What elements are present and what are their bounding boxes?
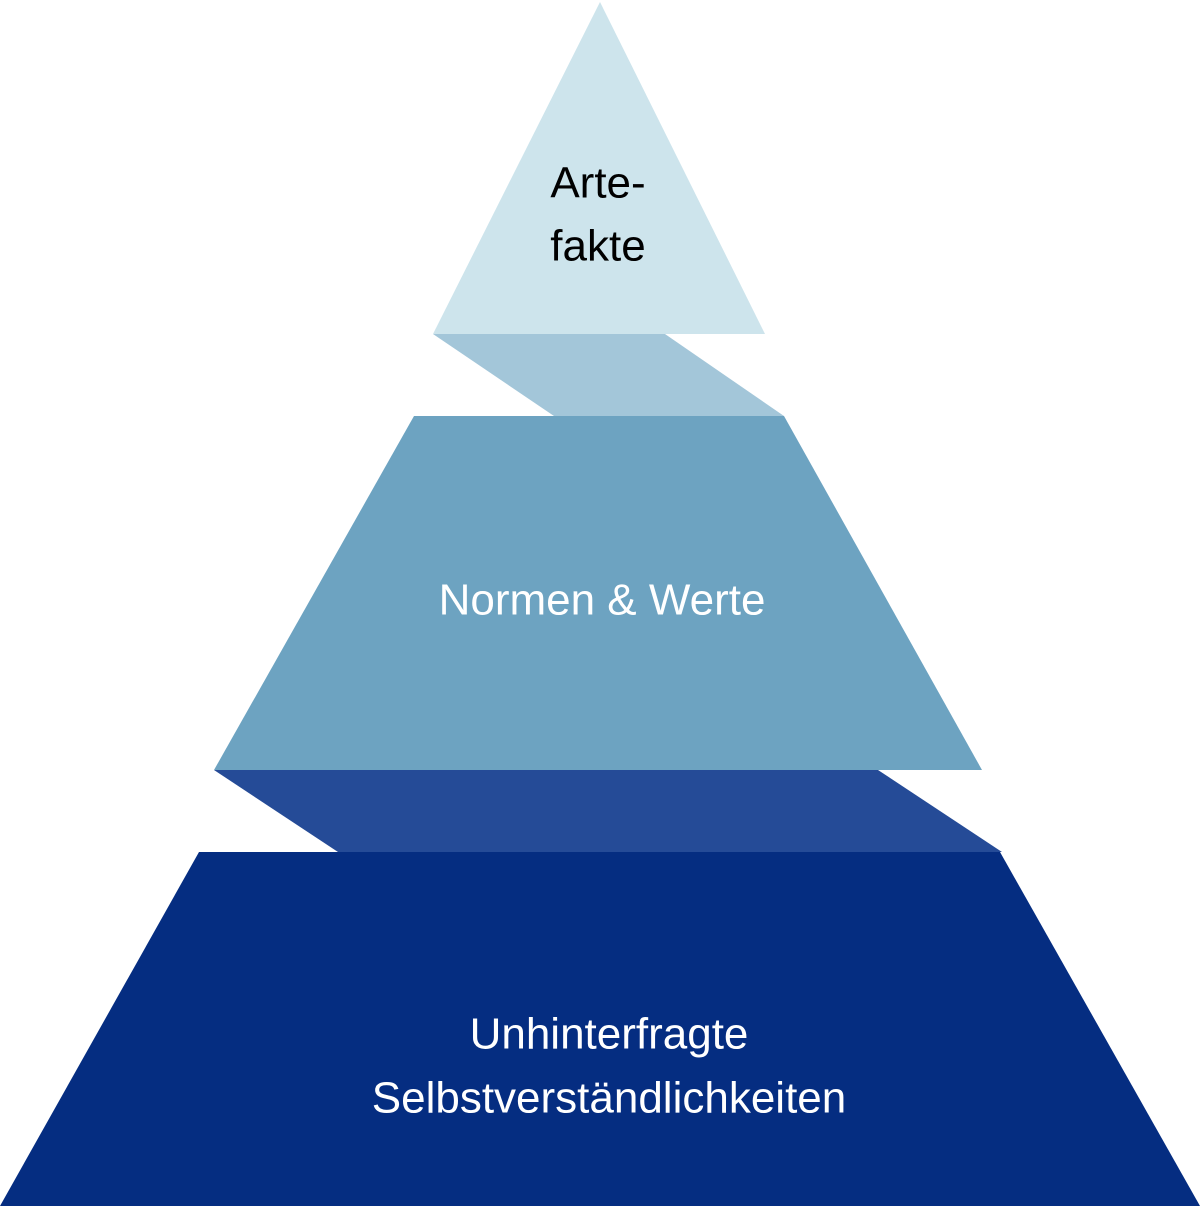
level-selbstverstaendlichkeiten-label-line-2: Selbstverständlichkeiten (372, 1074, 846, 1123)
level-selbstverstaendlichkeiten-shape (0, 852, 1200, 1206)
level-selbstverstaendlichkeiten-label-line-1: Unhinterfragte (470, 1010, 749, 1059)
level-normen-werte-shape (214, 416, 982, 770)
level-artefakte-label-line-2: fakte (550, 222, 645, 271)
connector-bottom-band (214, 770, 1002, 852)
level-normen-werte-label: Normen & Werte (439, 576, 766, 625)
connector-top-band (433, 334, 784, 416)
level-artefakte-label-line-1: Arte- (550, 159, 645, 208)
level-artefakte-shape (433, 2, 765, 334)
